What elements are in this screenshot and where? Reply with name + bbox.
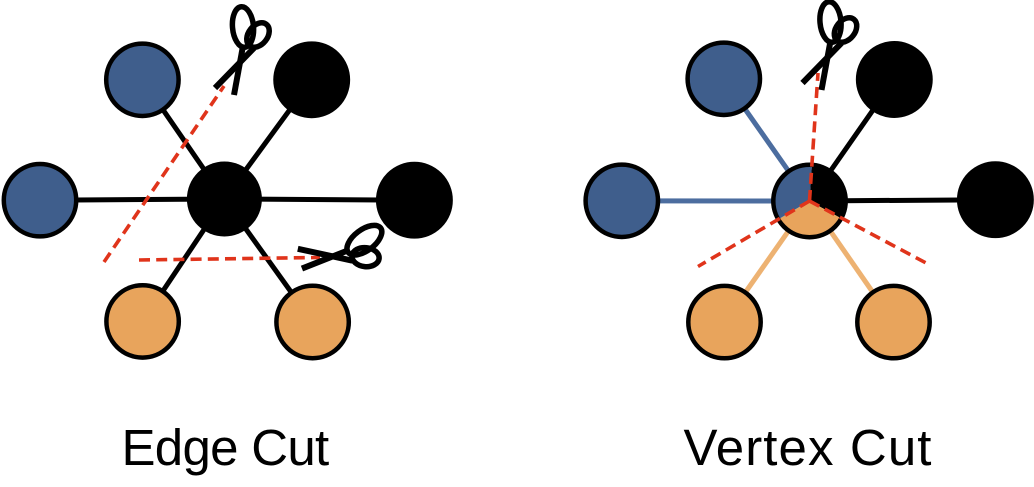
vertex-cut-cut-line-0 xyxy=(807,72,820,202)
vertex-cut-node-right xyxy=(956,161,1034,239)
vertex-cut-label: Vertex Cut xyxy=(683,419,933,476)
vertex-cut-cut-line-1 xyxy=(697,199,811,269)
vertex-cut-node-left xyxy=(583,162,661,240)
vertex-cut-center-outline xyxy=(771,162,848,240)
edge-cut-center-vertex xyxy=(186,161,262,237)
edge-cut-node-right xyxy=(375,161,453,239)
edge-cut-node-left xyxy=(1,161,79,239)
edge-cut-label: Edge Cut xyxy=(121,419,329,476)
edge-cut-node-bottom-left xyxy=(104,282,182,360)
edge-cut-scissors-icon-0 xyxy=(215,6,274,95)
vertex-cut-cut-line-2 xyxy=(808,199,931,267)
edge-cut-node-top-left xyxy=(103,41,181,119)
edge-cut-cut-line-0 xyxy=(102,84,226,264)
vertex-cut-node-top-right xyxy=(855,41,933,118)
edge-cut-node-top-right xyxy=(273,41,351,119)
vertex-cut-scissors-icon-0 xyxy=(803,1,862,90)
edge-cut-node-bottom-right xyxy=(274,283,352,361)
vertex-cut-node-top-left xyxy=(685,40,763,118)
edge-cut-cut-line-1 xyxy=(138,255,321,262)
vertex-cut-node-bottom-right xyxy=(855,283,932,361)
vertex-cut-node-bottom-left xyxy=(686,283,763,361)
